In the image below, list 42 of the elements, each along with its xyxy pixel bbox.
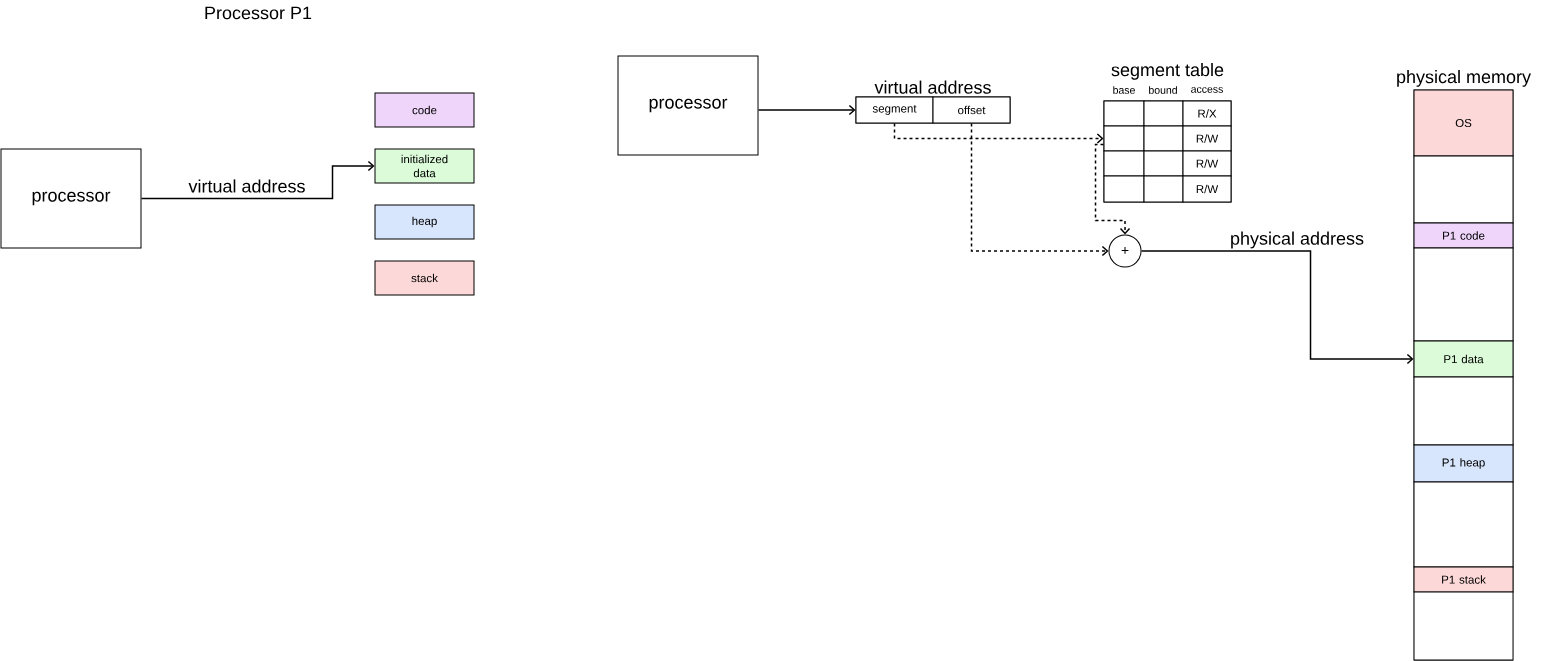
memory-region: P1 data [1413, 340, 1514, 378]
address-field: segment [855, 96, 934, 124]
heading: virtual address [874, 80, 991, 94]
table-cell [1103, 175, 1145, 203]
heading: physical memory [1397, 70, 1531, 87]
memory-region [1413, 591, 1514, 661]
arrow [757, 104, 856, 116]
heading: segment table [1111, 63, 1224, 80]
column-header: bound [1149, 86, 1177, 94]
arrow [893, 122, 1104, 144]
segment-box: code [374, 92, 475, 128]
memory-region: P1 heap [1413, 444, 1514, 483]
table-cell [1103, 100, 1145, 127]
memory-region [1413, 481, 1514, 568]
arrow [140, 160, 375, 200]
memory-region [1413, 155, 1514, 224]
table-cell: R/X [1182, 100, 1232, 127]
title-label: Processor P1 [205, 6, 312, 20]
memory-region [1413, 247, 1514, 342]
table-cell [1103, 125, 1145, 152]
edge-label: virtual address [187, 178, 307, 194]
table-cell [1103, 150, 1145, 177]
table-cell: R/W [1182, 125, 1232, 152]
processor-box: processor [617, 55, 759, 156]
memory-region [1413, 376, 1514, 446]
address-field: offset [932, 96, 1011, 124]
segment-box: heap [374, 204, 475, 240]
edge-label: physical address [1229, 230, 1366, 250]
memory-region: OS [1413, 89, 1514, 157]
table-cell: R/W [1182, 175, 1232, 203]
processor-box: processor [0, 148, 142, 249]
table-cell: R/W [1182, 150, 1232, 177]
arrow [970, 122, 1109, 257]
memory-region: P1 code [1413, 222, 1514, 249]
arrow [1094, 143, 1131, 235]
column-header: access [1191, 87, 1223, 93]
segment-box: initialized data [374, 148, 475, 184]
memory-region: P1 stack [1413, 566, 1514, 593]
segment-box: stack [374, 260, 475, 296]
arrow [1140, 250, 1414, 365]
table-cell [1143, 175, 1184, 203]
column-header: base [1113, 86, 1135, 94]
